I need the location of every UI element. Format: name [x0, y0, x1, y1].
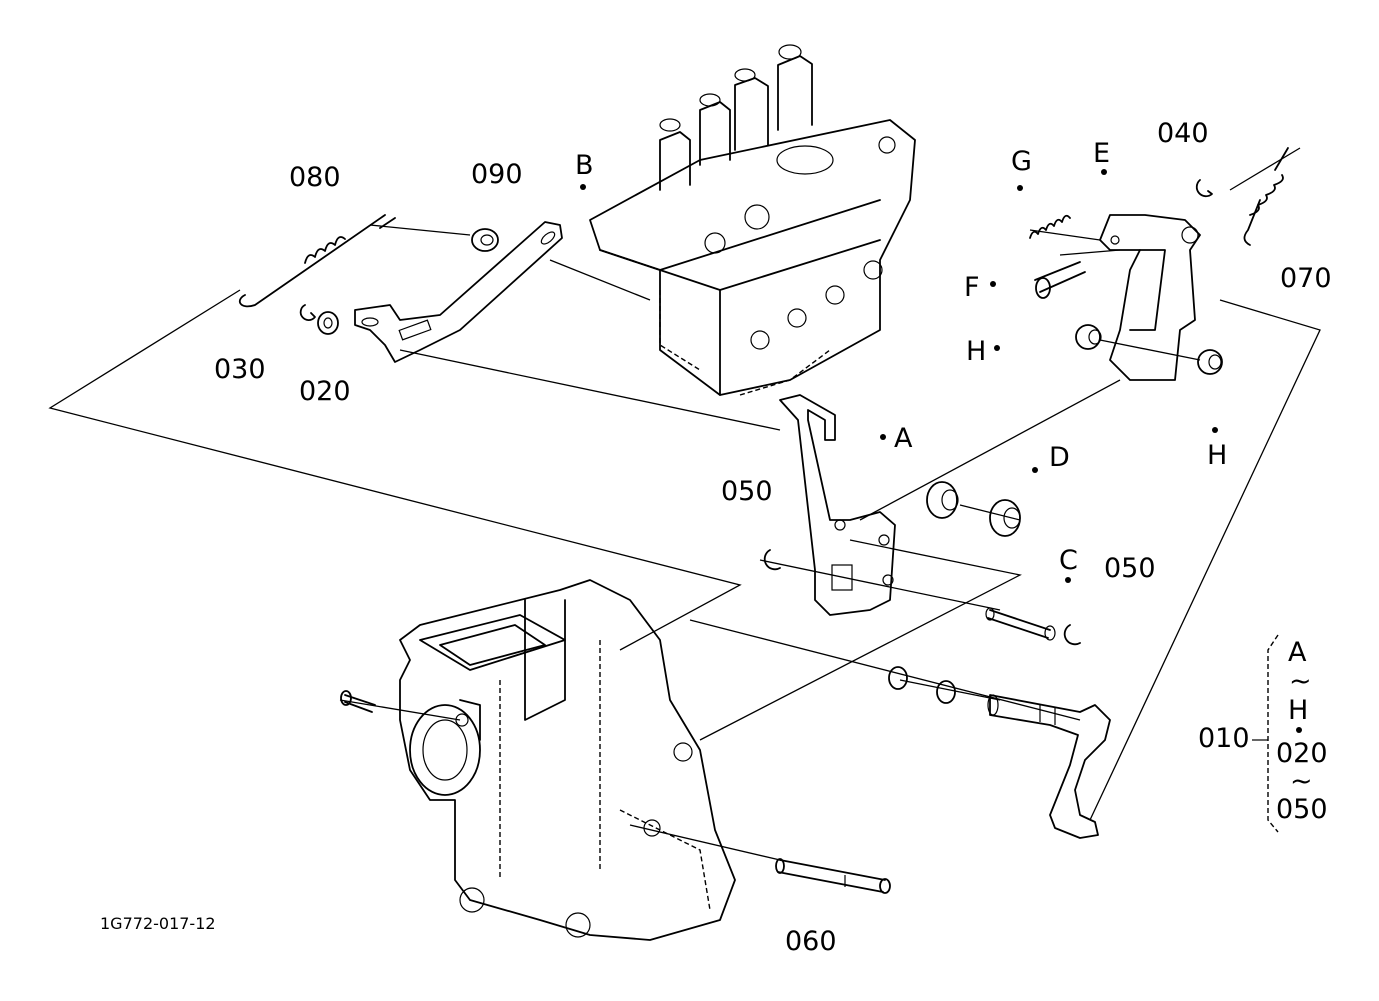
shaft-060: [775, 858, 891, 894]
clip-050-left: [763, 549, 781, 571]
bracket-a: [779, 394, 896, 616]
fork-lever-e: [1099, 214, 1201, 381]
spring-070: [1243, 147, 1289, 246]
clip-030: [299, 304, 316, 321]
label-050-right: 050: [1104, 553, 1156, 584]
kit-range-b-from: 020: [1276, 738, 1328, 769]
kit-range-a-to: H: [1288, 695, 1308, 726]
label-e: E: [1093, 138, 1110, 169]
label-020: 020: [299, 376, 351, 407]
label-080: 080: [289, 162, 341, 193]
label-050-left: 050: [721, 476, 773, 507]
collars-d: [926, 481, 1021, 537]
bolt: [340, 690, 376, 713]
kit-range-b-to: 050: [1276, 794, 1328, 825]
label-f: F: [964, 272, 980, 303]
label-090: 090: [471, 159, 523, 190]
collar-090: [471, 228, 499, 252]
pin-c: [985, 607, 1056, 641]
label-b: B: [575, 150, 594, 181]
spring-g: [1029, 214, 1071, 239]
kit-bracket: [1252, 634, 1279, 833]
diagram-id: 1G772-017-12: [100, 914, 216, 933]
clip-040: [1195, 179, 1213, 198]
kit-range-b-tilde: ~: [1290, 766, 1313, 797]
spring-080: [238, 214, 396, 308]
label-dots: [580, 169, 1302, 733]
label-g: G: [1011, 146, 1032, 177]
label-060: 060: [785, 926, 837, 957]
label-d: D: [1049, 442, 1070, 473]
label-h-right: H: [1207, 440, 1227, 471]
kit-number: 010: [1198, 723, 1250, 754]
washer-020: [317, 311, 339, 335]
injection-pump: [589, 44, 916, 396]
label-c: C: [1059, 545, 1078, 576]
label-030: 030: [214, 354, 266, 385]
collar-h-right: [1197, 349, 1223, 375]
label-a: A: [894, 423, 913, 454]
label-040: 040: [1157, 118, 1209, 149]
lever-arm: [888, 666, 1111, 839]
governor-housing: [399, 579, 736, 941]
kit-range-a-from: A: [1288, 637, 1307, 668]
label-h-left: H: [966, 336, 986, 367]
clip-050-right: [1063, 624, 1081, 646]
reference-lines: [48, 147, 1321, 861]
kit-range-a-tilde: ~: [1289, 666, 1312, 697]
lever-b: [354, 221, 563, 363]
pin-f: [1034, 261, 1086, 299]
label-070: 070: [1280, 263, 1332, 294]
collar-h-left: [1075, 324, 1102, 350]
